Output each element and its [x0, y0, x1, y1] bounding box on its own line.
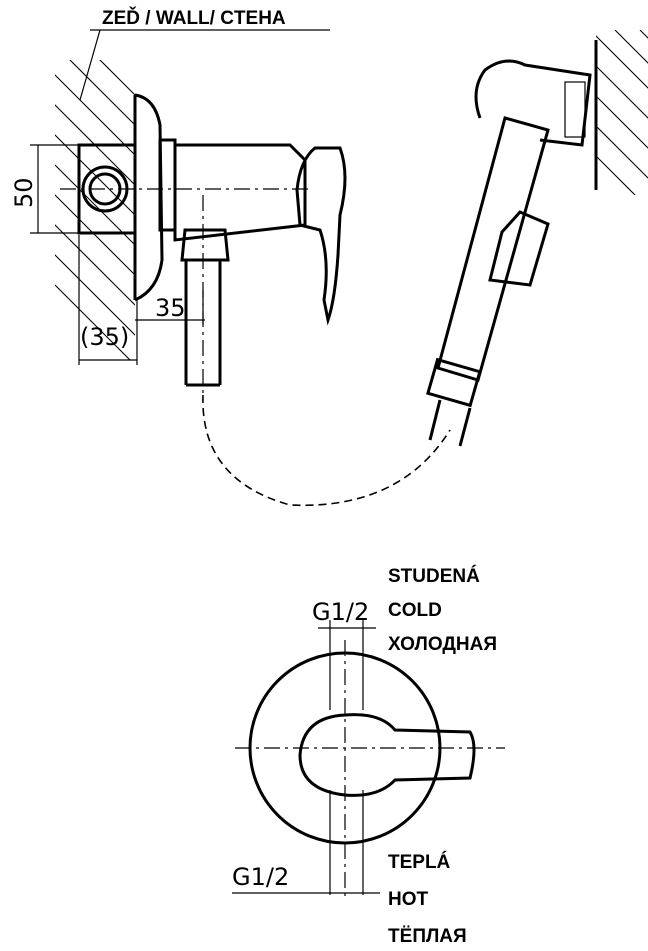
- valve-side-view: [60, 93, 347, 400]
- outlet-nut: [180, 228, 230, 262]
- valve-body: [173, 143, 307, 242]
- dimension-depth-ref: (35): [78, 235, 138, 365]
- cold-thread-label: G1/2: [312, 598, 369, 626]
- cold-label-cz: STUDENÁ: [388, 565, 480, 587]
- wall-hatch-right: [596, 30, 648, 195]
- wall-hatch-left: [55, 60, 135, 360]
- hose: [202, 394, 451, 507]
- hose-connector: [426, 357, 482, 408]
- dim-depth-ref-label: (35): [80, 323, 129, 351]
- shower-head: [474, 59, 592, 147]
- dimension-height: 50: [10, 144, 80, 234]
- cold-label-en: COLD: [388, 600, 442, 621]
- dim-height-label: 50: [10, 177, 38, 208]
- escutcheon-rosette: [134, 93, 164, 302]
- front-view: [232, 620, 505, 900]
- wall-box: [77, 143, 137, 235]
- hot-label-ru: ТЁПЛАЯ: [388, 926, 467, 947]
- lever-handle: [295, 146, 347, 326]
- dim-depth-label: 35: [155, 294, 186, 322]
- hot-label-cz: TEPLÁ: [388, 851, 451, 873]
- shower-holder: [564, 81, 586, 138]
- hose-end-right: [458, 407, 472, 447]
- shower-trigger: [488, 210, 550, 287]
- wall-label: ZEĎ / WALL/ CTEHA: [102, 7, 286, 29]
- cold-label-ru: ХОЛОДНАЯ: [388, 634, 497, 655]
- hose-end-left: [428, 399, 442, 441]
- dimension-depth: 35: [135, 290, 205, 325]
- hot-label-en: HOT: [388, 889, 429, 910]
- hot-thread-label: G1/2: [232, 863, 289, 891]
- wall-leader: [79, 29, 101, 101]
- lever-front: [298, 713, 476, 797]
- hand-shower: [426, 59, 592, 447]
- shower-handle: [436, 116, 550, 382]
